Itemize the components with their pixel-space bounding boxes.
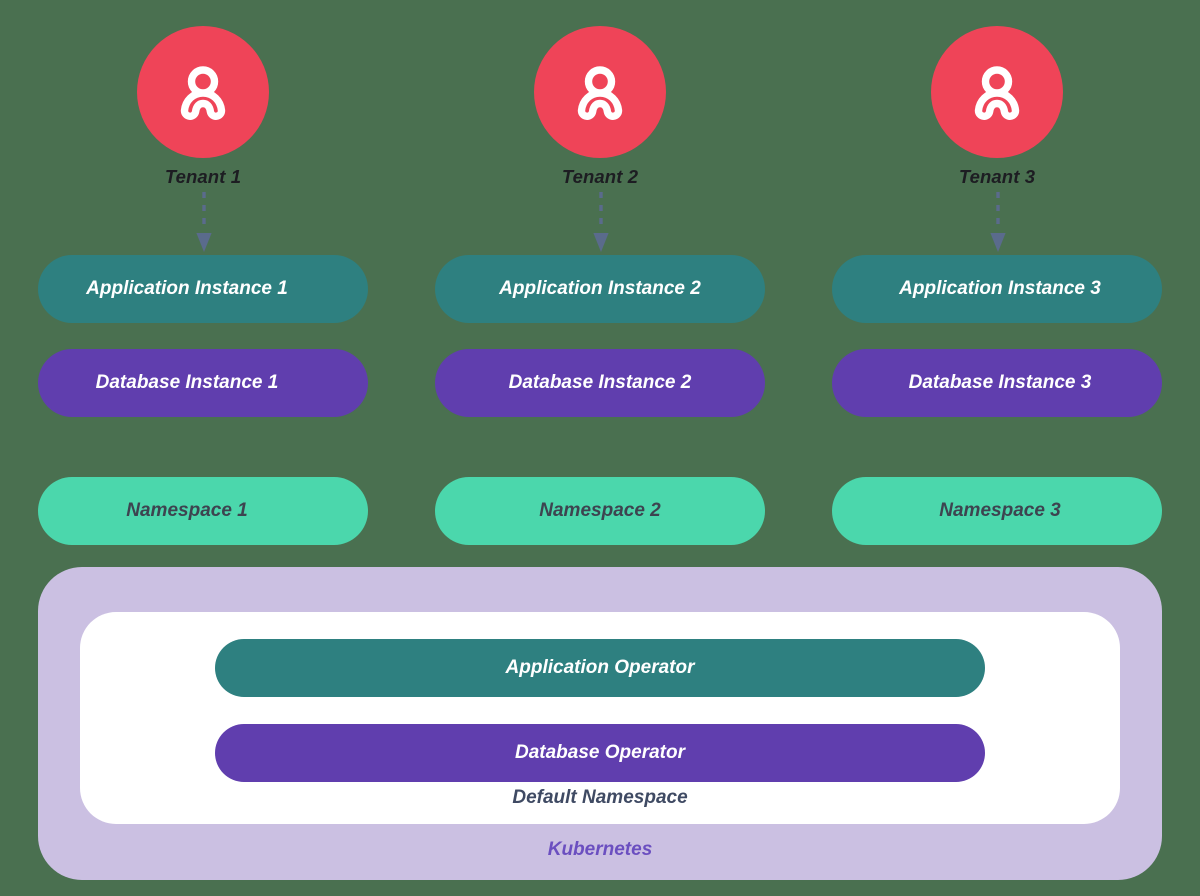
tenant-block-3[interactable]: Tenant 3 bbox=[832, 26, 1162, 188]
application-instance-pill[interactable]: Application Instance 1 bbox=[38, 255, 368, 323]
database-instance-column-1: Database Instance 1 bbox=[38, 349, 368, 417]
tenant-1-arrow bbox=[194, 190, 214, 254]
default-namespace-panel: Application Operator Database Operator D… bbox=[80, 612, 1120, 824]
tenant-label: Tenant 2 bbox=[561, 166, 639, 187]
database-operator-pill[interactable]: Database Operator bbox=[215, 724, 985, 782]
database-instance-pill[interactable]: Database Instance 3 bbox=[832, 349, 1162, 417]
user-icon bbox=[569, 61, 631, 123]
tenant-3-arrow bbox=[988, 190, 1008, 254]
tenant-block-2[interactable]: Tenant 2 bbox=[435, 26, 765, 188]
user-icon bbox=[966, 61, 1028, 123]
application-instance-pill[interactable]: Application Instance 2 bbox=[435, 255, 765, 323]
application-instance-column-3: Application Instance 3 bbox=[832, 255, 1162, 323]
database-instance-column-2: Database Instance 2 bbox=[435, 349, 765, 417]
tenant-row: Tenant 1 Tenant 2 Tenant 3 bbox=[0, 26, 1200, 191]
database-instance-pill[interactable]: Database Instance 1 bbox=[38, 349, 368, 417]
application-instance-column-2: Application Instance 2 bbox=[435, 255, 765, 323]
tenant-label: Tenant 3 bbox=[958, 166, 1036, 187]
application-operator-pill[interactable]: Application Operator bbox=[215, 639, 985, 697]
namespace-pill[interactable]: Namespace 1 bbox=[38, 477, 368, 545]
tenant-avatar-1[interactable] bbox=[137, 26, 269, 158]
default-namespace-label: Default Namespace bbox=[512, 787, 688, 808]
application-instance-column-1: Application Instance 1 bbox=[38, 255, 368, 323]
kubernetes-label: Kubernetes bbox=[547, 839, 653, 860]
namespace-pill[interactable]: Namespace 3 bbox=[832, 477, 1162, 545]
tenant-label: Tenant 1 bbox=[164, 166, 242, 187]
tenant-block-1[interactable]: Tenant 1 bbox=[38, 26, 368, 188]
database-instance-pill[interactable]: Database Instance 2 bbox=[435, 349, 765, 417]
namespace-column-1: Namespace 1 bbox=[38, 477, 368, 545]
namespace-column-3: Namespace 3 bbox=[832, 477, 1162, 545]
database-instance-column-3: Database Instance 3 bbox=[832, 349, 1162, 417]
namespace-column-2: Namespace 2 bbox=[435, 477, 765, 545]
tenant-avatar-3[interactable] bbox=[931, 26, 1063, 158]
namespace-pill[interactable]: Namespace 2 bbox=[435, 477, 765, 545]
tenant-2-arrow bbox=[591, 190, 611, 254]
application-instance-pill[interactable]: Application Instance 3 bbox=[832, 255, 1162, 323]
kubernetes-container: Application Operator Database Operator D… bbox=[38, 567, 1162, 880]
user-icon bbox=[172, 61, 234, 123]
tenant-avatar-2[interactable] bbox=[534, 26, 666, 158]
